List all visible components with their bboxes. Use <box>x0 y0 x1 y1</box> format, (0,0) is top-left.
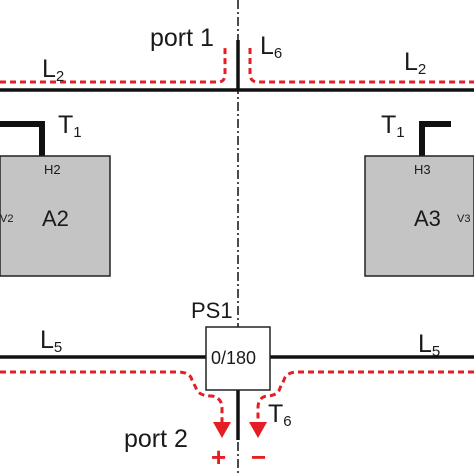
port1-label: port 1 <box>150 24 214 52</box>
l5-left-label: L5 <box>40 326 62 356</box>
l6-label: L6 <box>260 32 282 62</box>
t1-left-feed <box>0 121 45 159</box>
a2-side-label: V2 <box>0 213 13 225</box>
t1-left-label: T1 <box>58 111 82 141</box>
a3-side-label: V3 <box>457 213 470 225</box>
block-a2 <box>0 155 111 277</box>
l2-right-label: L2 <box>404 48 426 78</box>
port2-arrow-left <box>213 422 231 438</box>
block-a3 <box>364 155 474 277</box>
l5-right-label: L5 <box>418 330 440 360</box>
t6-label: T6 <box>268 400 292 430</box>
port2-arrow-right <box>249 422 267 438</box>
phase-shifter-box <box>205 326 271 391</box>
l2-left-label: L2 <box>42 55 64 85</box>
a3-port-label: H3 <box>414 162 431 177</box>
top-right-current-path <box>248 48 474 84</box>
t1-right-feed <box>419 121 451 159</box>
ps1-value: 0/180 <box>211 348 256 368</box>
ps1-label: PS1 <box>191 298 233 323</box>
a2-label: A2 <box>42 206 69 231</box>
a3-label: A3 <box>414 206 441 231</box>
top-left-current-path <box>0 48 227 84</box>
plus-sign: + <box>211 442 226 472</box>
t1-right-label: T1 <box>381 111 405 141</box>
a2-port-label: H2 <box>44 162 61 177</box>
minus-sign: − <box>251 442 266 472</box>
bottom-left-current-path <box>0 370 224 424</box>
bottom-right-current-path <box>256 370 474 424</box>
port2-label: port 2 <box>124 425 188 453</box>
